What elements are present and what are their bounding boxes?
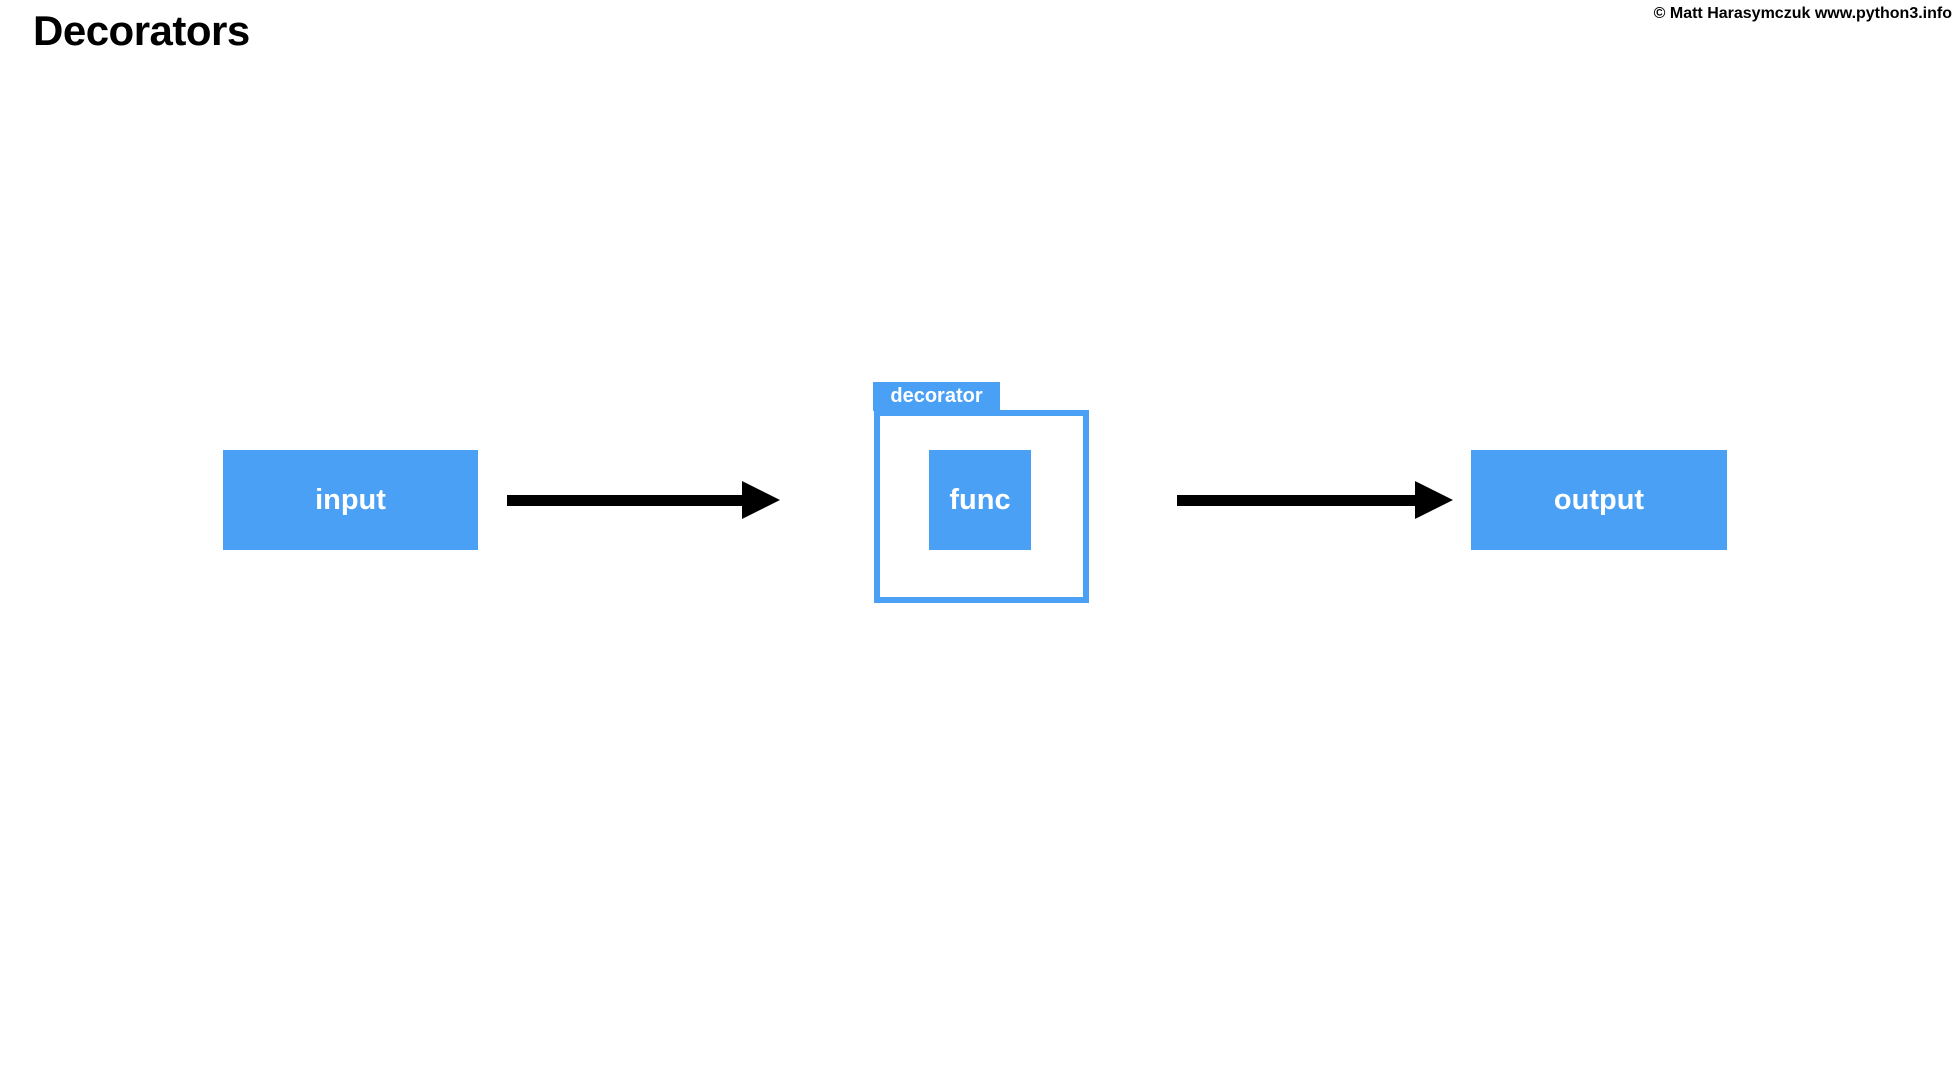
arrow-right-icon-input-to-decorator [507,481,780,519]
output-label: output [1553,483,1645,516]
arrow-head [742,481,780,519]
output-box: output [1471,450,1727,550]
decorator-tab-label: decorator [890,385,983,407]
arrow-head [1415,481,1453,519]
decorator-box [874,410,1089,603]
func-box: func [929,450,1031,550]
arrow-shaft [507,494,742,506]
input-box: input [223,450,478,550]
input-label: input [315,483,386,516]
func-label: func [949,483,1011,516]
arrow-right-icon-decorator-to-output [1177,481,1453,519]
decorator-tab: decorator [873,382,1000,411]
page-title: Decorators [33,7,250,54]
arrow-shaft [1177,494,1415,506]
copyright-text: © Matt Harasymczuk www.python3.info [1653,5,1952,22]
